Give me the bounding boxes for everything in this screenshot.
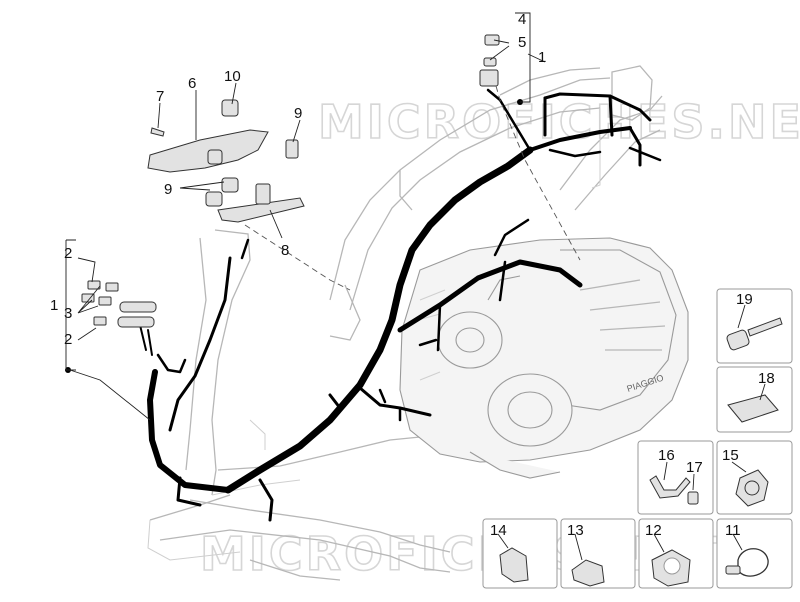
inset-15 <box>716 440 793 515</box>
callout-labels: 1 1 2 2 3 4 5 6 7 8 9 9 10 11 12 13 14 1… <box>50 11 775 539</box>
callout-13: 13 <box>567 522 584 539</box>
callout-12: 12 <box>645 522 662 539</box>
engine-unit: PIAGGIO <box>399 237 689 479</box>
callout-19: 19 <box>736 291 753 308</box>
callout-16: 16 <box>658 447 675 464</box>
callout-9-lower: 9 <box>164 181 172 198</box>
callout-14: 14 <box>490 522 507 539</box>
callout-1-right: 1 <box>538 49 546 66</box>
inset-11 <box>716 518 793 589</box>
inset-19 <box>716 288 793 364</box>
leader-lines <box>65 12 581 421</box>
inset-13 <box>560 518 636 589</box>
callout-6: 6 <box>188 75 196 92</box>
connector-cover-assembly <box>147 99 305 223</box>
callout-17: 17 <box>686 459 703 476</box>
inset-14 <box>482 518 558 589</box>
callout-11: 11 <box>725 522 741 539</box>
callout-4: 4 <box>518 11 526 28</box>
callout-5: 5 <box>518 34 526 51</box>
callout-8: 8 <box>281 242 289 259</box>
callout-15: 15 <box>722 447 739 464</box>
main-wiring-harness <box>139 88 662 522</box>
relay-fuse-group <box>479 34 523 105</box>
inset-16-17 <box>637 440 714 515</box>
callout-2-top: 2 <box>64 245 72 262</box>
inset-12 <box>638 518 714 589</box>
callout-3: 3 <box>64 305 72 322</box>
fuse-connector-group <box>65 280 157 373</box>
inset-leaders <box>497 304 766 561</box>
callout-1-left: 1 <box>50 297 58 314</box>
callout-2-bottom: 2 <box>64 331 72 348</box>
callout-9-upper: 9 <box>294 105 302 122</box>
callout-18: 18 <box>758 370 775 387</box>
callout-7: 7 <box>156 88 164 105</box>
inset-18 <box>716 366 793 433</box>
callout-10: 10 <box>224 68 241 85</box>
